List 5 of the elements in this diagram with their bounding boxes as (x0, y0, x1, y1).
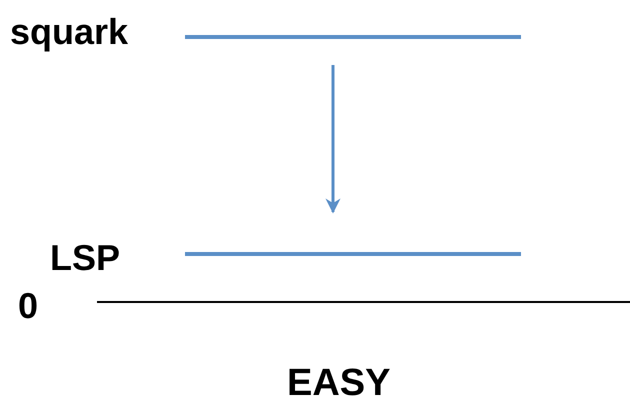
caption-label: EASY (287, 364, 390, 402)
level-label: squark (10, 14, 128, 50)
arrow (326, 65, 340, 214)
level-label: LSP (50, 240, 120, 276)
zero-label: 0 (18, 288, 38, 324)
